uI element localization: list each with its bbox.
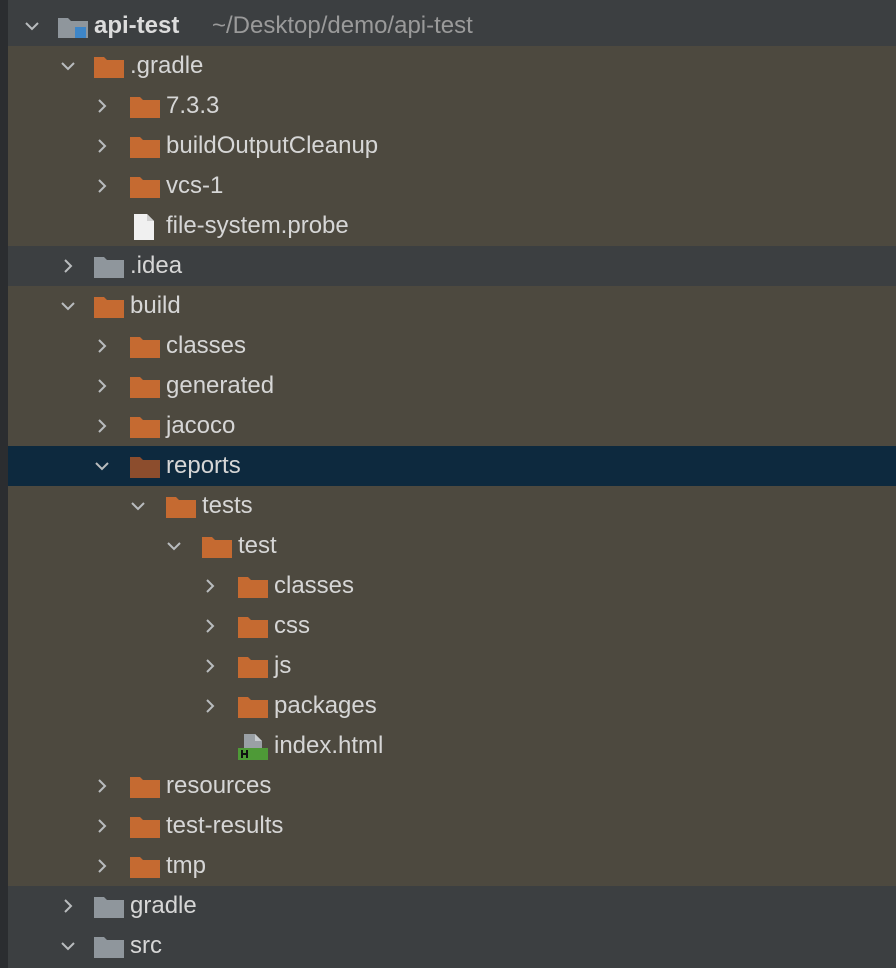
tree-row-resources[interactable]: resources (8, 766, 896, 806)
chevron-right-icon[interactable] (94, 98, 110, 114)
folder-icon (94, 56, 124, 78)
tree-label-classes: classes (166, 332, 247, 359)
folder-icon (130, 96, 160, 118)
tree-row-gradle-dir[interactable]: .gradle (8, 46, 896, 86)
tree-label-test-classes: classes (274, 572, 355, 599)
tree-label-tests: tests (202, 492, 253, 519)
chevron-right-icon[interactable] (202, 698, 218, 714)
tree-row-src[interactable]: src (8, 926, 896, 968)
folder-icon (238, 576, 268, 598)
chevron-right-icon[interactable] (94, 138, 110, 154)
tree-row-test[interactable]: test (8, 526, 896, 566)
tree-row-index-html[interactable]: index.html (8, 726, 896, 766)
tree-label-file-system-probe: file-system.probe (166, 212, 349, 239)
folder-icon (202, 536, 232, 558)
folder-icon (94, 936, 124, 958)
module-folder-icon (58, 16, 88, 38)
tree-label-src: src (130, 932, 162, 959)
chevron-right-icon[interactable] (94, 778, 110, 794)
html-file-icon (238, 734, 268, 760)
chevron-right-icon[interactable] (94, 178, 110, 194)
chevron-down-icon[interactable] (24, 18, 40, 34)
tree-row-tests[interactable]: tests (8, 486, 896, 526)
tree-row-build[interactable]: build (8, 286, 896, 326)
chevron-right-icon[interactable] (202, 578, 218, 594)
tree-label-idea: .idea (130, 252, 183, 279)
tree-row-reports[interactable]: reports (8, 446, 896, 486)
tree-label-api-test: api-test (94, 12, 180, 39)
folder-icon (130, 136, 160, 158)
tree-row-gradle[interactable]: gradle (8, 886, 896, 926)
tree-label-test-results: test-results (166, 812, 284, 839)
chevron-right-icon[interactable] (202, 618, 218, 634)
chevron-right-icon[interactable] (94, 418, 110, 434)
tree-label-jacoco: jacoco (166, 412, 236, 439)
tree-label-gradle-dir: .gradle (130, 52, 204, 79)
tool-window-edge (0, 0, 8, 968)
tree-row-api-test[interactable]: api-test ~/Desktop/demo/api-test (8, 6, 896, 46)
folder-icon (130, 816, 160, 838)
tree-row-test-results[interactable]: test-results (8, 806, 896, 846)
folder-icon (130, 376, 160, 398)
tree-label-build: build (130, 292, 181, 319)
folder-icon (130, 856, 160, 878)
chevron-right-icon[interactable] (94, 818, 110, 834)
tree-row-vcs-1[interactable]: vcs-1 (8, 166, 896, 206)
chevron-right-icon[interactable] (202, 658, 218, 674)
folder-icon (238, 616, 268, 638)
chevron-down-icon[interactable] (60, 938, 76, 954)
tree-row-jacoco[interactable]: jacoco (8, 406, 896, 446)
tree-row-generated[interactable]: generated (8, 366, 896, 406)
tree-label-generated: generated (166, 372, 275, 399)
tree-label-resources: resources (166, 772, 272, 799)
tree-row-test-classes[interactable]: classes (8, 566, 896, 606)
tree-label-css: css (274, 612, 310, 639)
folder-icon (94, 896, 124, 918)
tree-label-build-output-cleanup: buildOutputCleanup (166, 132, 379, 159)
folder-icon (130, 456, 160, 478)
tree-label-vcs-1: vcs-1 (166, 172, 224, 199)
tree-label-packages: packages (274, 692, 377, 719)
tree-row-idea[interactable]: .idea (8, 246, 896, 286)
tree-row-7-3-3[interactable]: 7.3.3 (8, 86, 896, 126)
tree-row-file-system-probe[interactable]: file-system.probe (8, 206, 896, 246)
tree-row-tmp[interactable]: tmp (8, 846, 896, 886)
tree-label-test: test (238, 532, 277, 559)
chevron-right-icon[interactable] (94, 338, 110, 354)
tree-label-tmp: tmp (166, 852, 207, 879)
folder-icon (94, 296, 124, 318)
folder-icon (94, 256, 124, 278)
tree-row-css[interactable]: css (8, 606, 896, 646)
tree-row-classes[interactable]: classes (8, 326, 896, 366)
project-path: ~/Desktop/demo/api-test (212, 12, 473, 39)
file-icon (132, 214, 156, 240)
chevron-down-icon[interactable] (60, 58, 76, 74)
folder-icon (130, 776, 160, 798)
tree-row-js[interactable]: js (8, 646, 896, 686)
chevron-right-icon[interactable] (94, 858, 110, 874)
tree-label-index-html: index.html (274, 732, 384, 759)
chevron-right-icon[interactable] (60, 258, 76, 274)
chevron-down-icon[interactable] (94, 458, 110, 474)
tree-label-js: js (274, 652, 292, 679)
tree-label-7-3-3: 7.3.3 (166, 92, 220, 119)
chevron-right-icon[interactable] (94, 378, 110, 394)
folder-icon (166, 496, 196, 518)
folder-icon (238, 696, 268, 718)
chevron-right-icon[interactable] (60, 898, 76, 914)
folder-icon (238, 656, 268, 678)
tree-label-reports: reports (166, 452, 241, 479)
chevron-down-icon[interactable] (130, 498, 146, 514)
tree-label-gradle: gradle (130, 892, 197, 919)
chevron-down-icon[interactable] (166, 538, 182, 554)
tree-row-packages[interactable]: packages (8, 686, 896, 726)
tree-row-build-output-cleanup[interactable]: buildOutputCleanup (8, 126, 896, 166)
folder-icon (130, 336, 160, 358)
chevron-down-icon[interactable] (60, 298, 76, 314)
folder-icon (130, 176, 160, 198)
folder-icon (130, 416, 160, 438)
